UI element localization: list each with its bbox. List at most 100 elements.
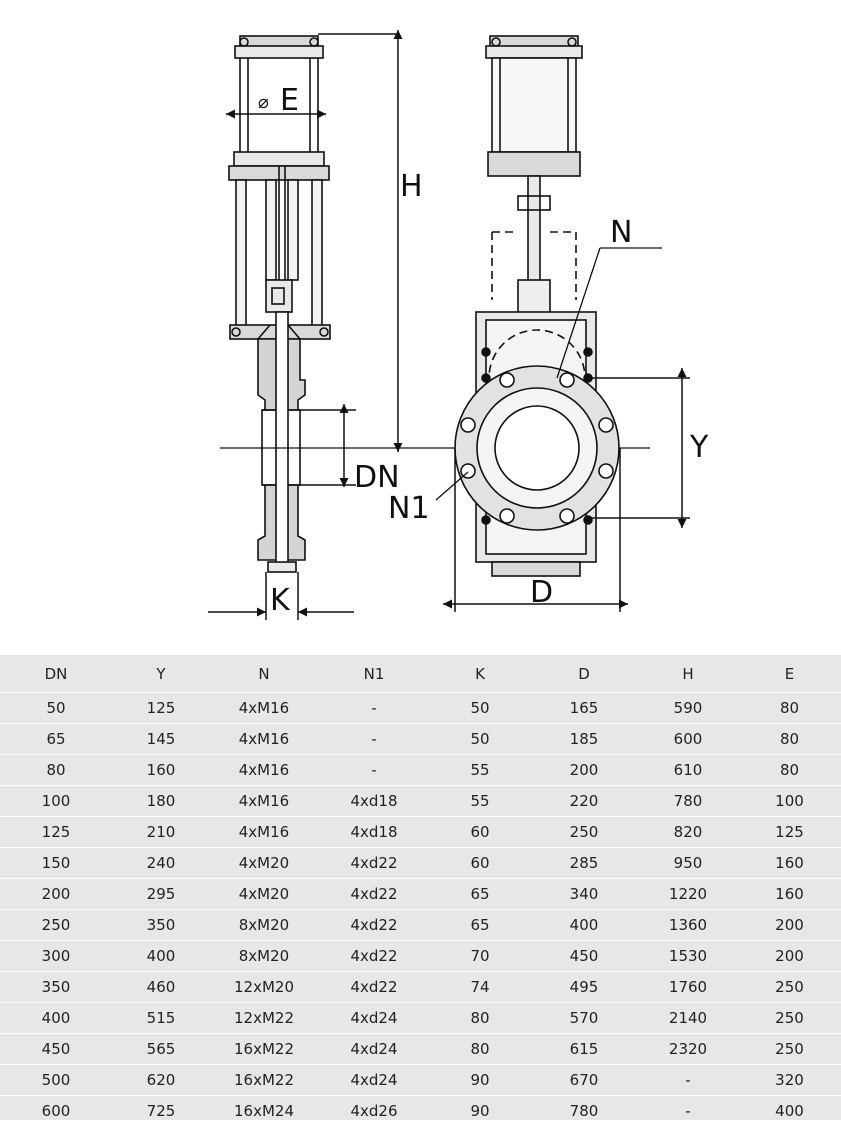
table-cell-k: 60 — [430, 816, 530, 848]
table-cell-d: 285 — [530, 847, 638, 879]
table-cell-n1: 4xd22 — [318, 847, 430, 879]
table-cell-dn: 80 — [0, 754, 112, 786]
table-cell-e: 250 — [738, 1002, 841, 1034]
table-cell-h: 1360 — [638, 909, 738, 941]
table-cell-dn: 350 — [0, 971, 112, 1003]
column-header-n: N — [210, 655, 318, 693]
table-cell-e: 125 — [738, 816, 841, 848]
table-cell-dn: 500 — [0, 1064, 112, 1096]
table-cell-k: 80 — [430, 1033, 530, 1065]
dimension-e: ⌀ E — [226, 83, 326, 119]
table-cell-e: 250 — [738, 1033, 841, 1065]
table-cell-h: 1220 — [638, 878, 738, 910]
table-cell-n1: 4xd18 — [318, 816, 430, 848]
table-cell-n: 12xM22 — [210, 1002, 318, 1034]
table-cell-dn: 125 — [0, 816, 112, 848]
table-cell-h: 600 — [638, 723, 738, 755]
table-cell-n1: 4xd22 — [318, 940, 430, 972]
table-cell-dn: 200 — [0, 878, 112, 910]
table-cell-d: 185 — [530, 723, 638, 755]
table-cell-h: 950 — [638, 847, 738, 879]
table-cell-n1: 4xd22 — [318, 909, 430, 941]
table-cell-n1: - — [318, 692, 430, 724]
dimension-k: K — [208, 572, 354, 620]
table-cell-h: 780 — [638, 785, 738, 817]
table-cell-d: 250 — [530, 816, 638, 848]
table-cell-y: 240 — [112, 847, 210, 879]
table-cell-y: 160 — [112, 754, 210, 786]
table-cell-e: 160 — [738, 847, 841, 879]
table-cell-e: 200 — [738, 940, 841, 972]
table-cell-n: 4xM16 — [210, 816, 318, 848]
table-cell-y: 620 — [112, 1064, 210, 1096]
table-cell-d: 615 — [530, 1033, 638, 1065]
label-n: N — [610, 215, 632, 250]
table-cell-k: 74 — [430, 971, 530, 1003]
table-cell-k: 90 — [430, 1064, 530, 1096]
side-view — [228, 35, 331, 573]
table-cell-h: 1760 — [638, 971, 738, 1003]
table-cell-d: 670 — [530, 1064, 638, 1096]
label-y: Y — [689, 430, 709, 465]
table-cell-k: 50 — [430, 723, 530, 755]
table-cell-dn: 100 — [0, 785, 112, 817]
table-cell-n: 8xM20 — [210, 909, 318, 941]
table-cell-h: - — [638, 1095, 738, 1127]
table-cell-h: 1530 — [638, 940, 738, 972]
table-cell-d: 570 — [530, 1002, 638, 1034]
table-cell-d: 450 — [530, 940, 638, 972]
table-cell-n1: - — [318, 723, 430, 755]
table-cell-k: 65 — [430, 878, 530, 910]
table-cell-n1: 4xd22 — [318, 971, 430, 1003]
table-cell-y: 210 — [112, 816, 210, 848]
table-cell-y: 460 — [112, 971, 210, 1003]
table-cell-d: 495 — [530, 971, 638, 1003]
table-cell-n: 4xM16 — [210, 785, 318, 817]
table-cell-d: 220 — [530, 785, 638, 817]
table-cell-e: 80 — [738, 723, 841, 755]
table-cell-h: 590 — [638, 692, 738, 724]
table-cell-dn: 50 — [0, 692, 112, 724]
table-cell-n: 4xM20 — [210, 847, 318, 879]
table-cell-h: - — [638, 1064, 738, 1096]
table-cell-y: 515 — [112, 1002, 210, 1034]
dimension-d: D — [443, 448, 628, 612]
table-cell-y: 295 — [112, 878, 210, 910]
table-cell-e: 80 — [738, 692, 841, 724]
table-cell-d: 165 — [530, 692, 638, 724]
table-cell-n1: 4xd24 — [318, 1002, 430, 1034]
column-header-dn: DN — [0, 655, 112, 693]
table-cell-n1: - — [318, 754, 430, 786]
table-cell-k: 50 — [430, 692, 530, 724]
table-cell-e: 320 — [738, 1064, 841, 1096]
table-cell-h: 610 — [638, 754, 738, 786]
leader-n: N — [556, 215, 662, 379]
column-header-e: E — [738, 655, 841, 693]
leader-n1: N1 — [388, 471, 469, 526]
table-cell-e: 160 — [738, 878, 841, 910]
label-k: K — [270, 583, 291, 618]
table-cell-dn: 250 — [0, 909, 112, 941]
label-diameter-symbol: ⌀ — [258, 92, 269, 113]
table-cell-e: 100 — [738, 785, 841, 817]
table-cell-n: 16xM22 — [210, 1064, 318, 1096]
table-cell-n1: 4xd24 — [318, 1033, 430, 1065]
table-cell-h: 2320 — [638, 1033, 738, 1065]
table-cell-n: 12xM20 — [210, 971, 318, 1003]
column-header-y: Y — [112, 655, 210, 693]
label-d: D — [530, 575, 553, 610]
table-cell-y: 400 — [112, 940, 210, 972]
table-cell-k: 80 — [430, 1002, 530, 1034]
